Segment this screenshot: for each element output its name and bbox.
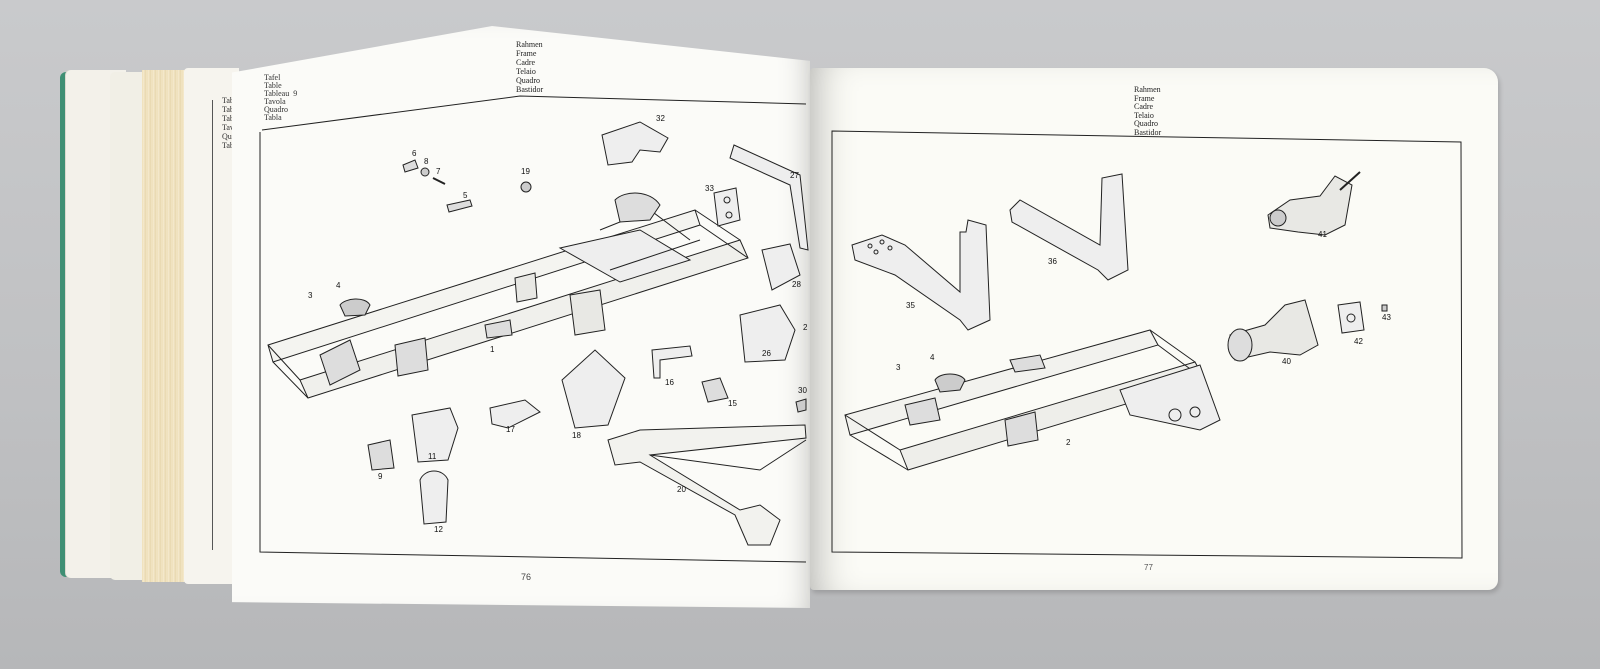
right-page-header: Rahmen Frame Cadre Telaio Quadro Bastido…: [1134, 85, 1162, 137]
page-frame-line: [212, 100, 213, 550]
tab-labels-underlay: Tabl Table Tabl Tav Quad Tabl: [222, 96, 240, 150]
callout-16: 16: [665, 378, 674, 387]
callout-40: 40: [1282, 357, 1291, 366]
left-page-illustration: 32 6 8 7 5 19 33 27 3 4 1 28 26 16 15 18…: [259, 95, 809, 582]
callout-8: 8: [424, 157, 429, 166]
callout-20: 20: [677, 485, 686, 494]
callout-2: 2: [1066, 438, 1071, 447]
part-27: [729, 144, 809, 251]
part-32: [601, 121, 669, 166]
crossmember: [614, 192, 661, 223]
callout-15: 15: [728, 399, 737, 408]
callout-30: 30: [798, 386, 807, 395]
part-36: [1009, 173, 1129, 281]
callout-12: 12: [434, 525, 443, 534]
callout-2x: 2: [803, 323, 808, 332]
callout-4: 4: [336, 281, 341, 290]
callout-5: 5: [463, 191, 468, 200]
callout-7: 7: [436, 167, 441, 176]
callout-36: 36: [1048, 257, 1057, 266]
part-35: [851, 219, 991, 331]
left-page-number: 76: [521, 572, 531, 582]
right-page-illustration: 35 36 41 40 42 43 3 4 2 77: [831, 130, 1463, 572]
callout-26: 26: [762, 349, 771, 358]
right-page-number: 77: [1144, 563, 1153, 572]
page-stack-4: [184, 68, 239, 584]
callout-3: 3: [308, 291, 313, 300]
callout-19: 19: [521, 167, 530, 176]
callout-11: 11: [428, 452, 437, 461]
callout-4: 4: [930, 353, 935, 362]
callout-17: 17: [506, 425, 515, 434]
callout-6: 6: [412, 149, 417, 158]
part-41: [1267, 175, 1353, 236]
callout-1: 1: [490, 345, 495, 354]
part-20: [607, 424, 807, 546]
callout-42: 42: [1354, 337, 1363, 346]
left-page-header: Rahmen Frame Cadre Telaio Quadro Bastido…: [516, 40, 544, 94]
part-26: [739, 304, 796, 363]
callout-41: 41: [1318, 230, 1327, 239]
page-stack-edges: [142, 70, 192, 582]
left-frame-top: [261, 95, 807, 131]
callout-9: 9: [378, 472, 383, 481]
right-page: [810, 68, 1498, 590]
right-frame-border: [831, 130, 1463, 559]
part-18: [561, 349, 626, 429]
callout-3: 3: [896, 363, 901, 372]
callout-35: 35: [906, 301, 915, 310]
callout-43: 43: [1382, 313, 1391, 322]
callout-33: 33: [705, 184, 714, 193]
tab-labels: Tafel Table Tableau 9 Tavola Quadro Tabl…: [264, 73, 298, 122]
callout-32: 32: [656, 114, 665, 123]
callout-18: 18: [572, 431, 581, 440]
callout-27: 27: [790, 171, 799, 180]
left-frame-border: [259, 132, 807, 563]
callout-28: 28: [792, 280, 801, 289]
